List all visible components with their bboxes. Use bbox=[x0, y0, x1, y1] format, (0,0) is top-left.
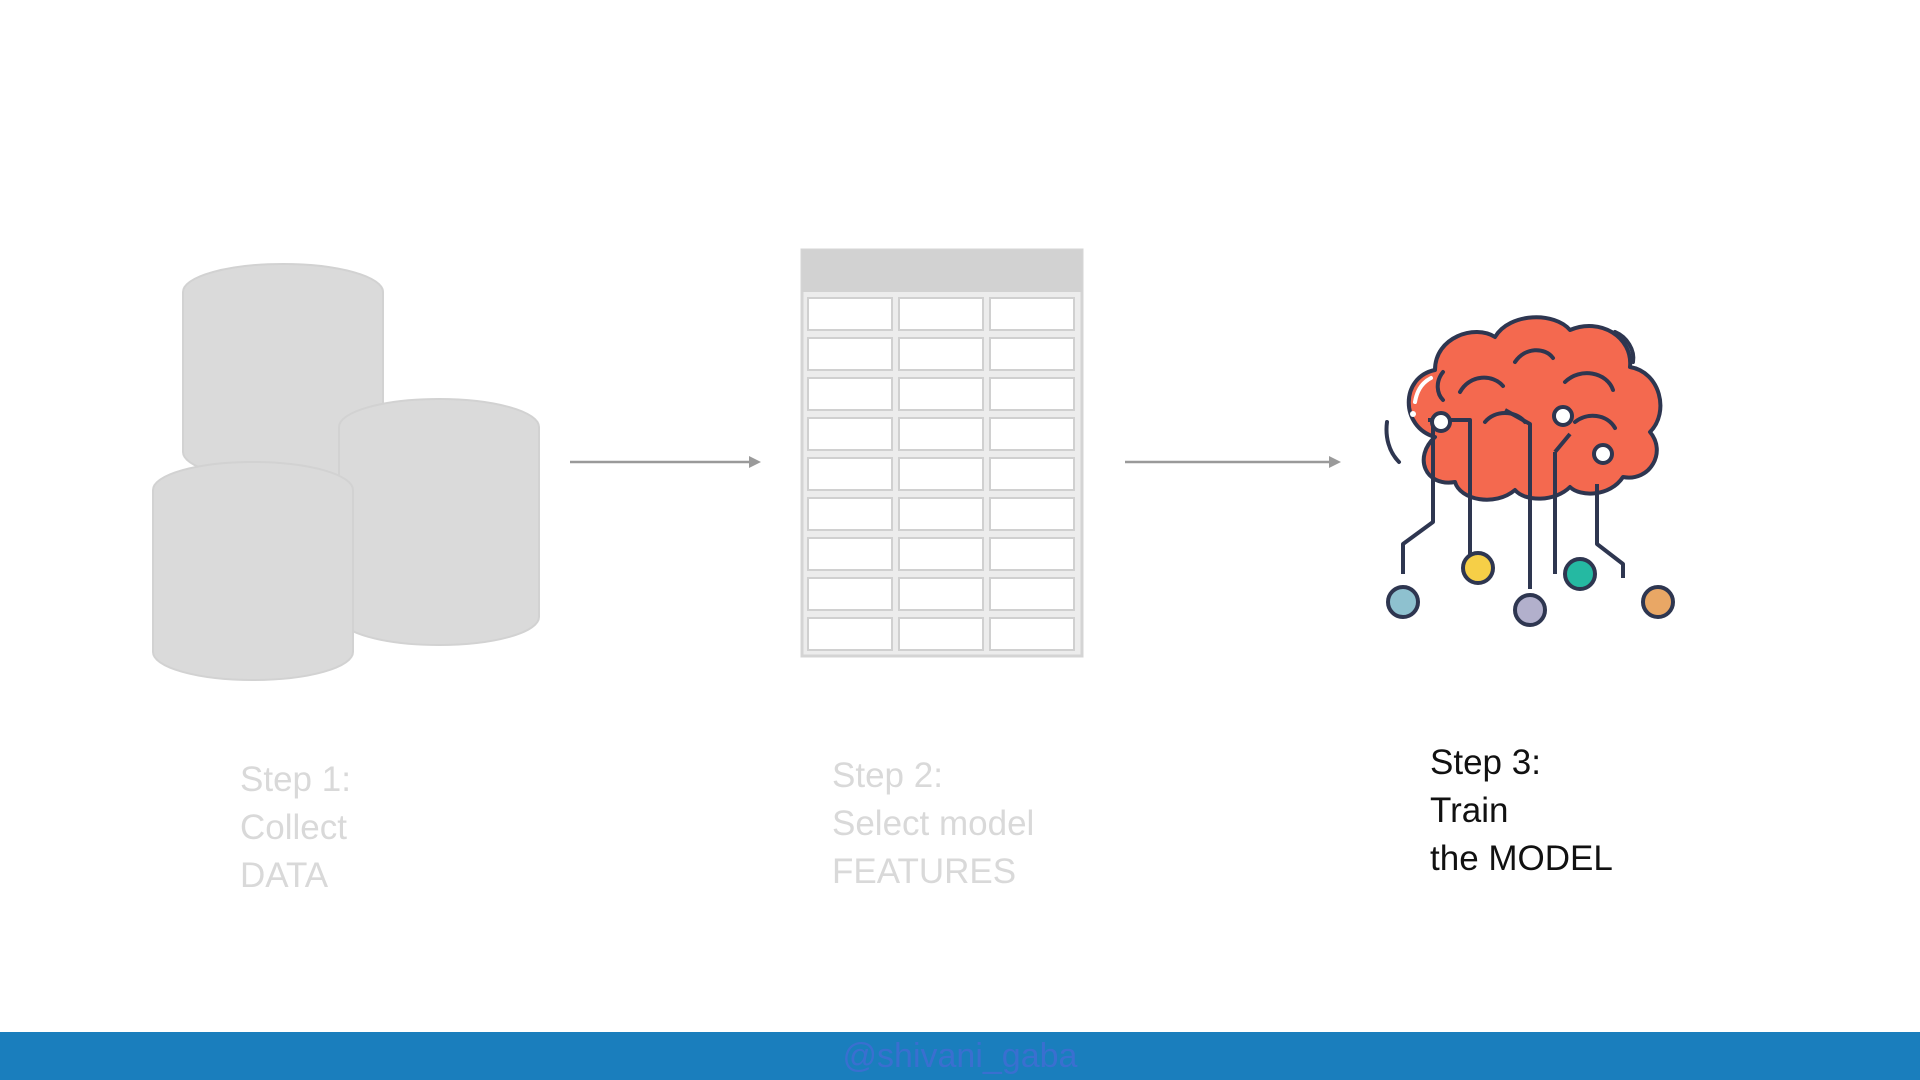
step-1-number: Step 1: bbox=[240, 760, 351, 799]
table-cell bbox=[898, 497, 984, 531]
table-cell bbox=[898, 337, 984, 371]
table-cell bbox=[898, 577, 984, 611]
step-2-label: Step 2: Select model FEATURES bbox=[832, 752, 1034, 896]
table-cell bbox=[898, 297, 984, 331]
step-3-label: Step 3: Train the MODEL bbox=[1430, 739, 1613, 883]
table-cell bbox=[898, 617, 984, 651]
brain-circuit-icon bbox=[1384, 315, 1675, 627]
table-cell bbox=[989, 537, 1075, 571]
table-cell bbox=[989, 377, 1075, 411]
table-cell bbox=[989, 417, 1075, 451]
table-cell bbox=[807, 537, 893, 571]
step-1-label: Step 1: Collect DATA bbox=[240, 756, 351, 900]
table-cell bbox=[989, 297, 1075, 331]
step-2-number: Step 2: bbox=[832, 756, 943, 795]
step-1-action: Collect bbox=[240, 808, 347, 847]
table-cell bbox=[898, 417, 984, 451]
table-cell bbox=[807, 417, 893, 451]
arrow-right-icon bbox=[570, 456, 761, 468]
table-cell bbox=[989, 497, 1075, 531]
author-handle: @shivani_gaba bbox=[842, 1037, 1078, 1075]
table-cell bbox=[989, 337, 1075, 371]
step-1-object: DATA bbox=[240, 856, 329, 895]
table-cell bbox=[807, 337, 893, 371]
table-cell bbox=[898, 457, 984, 491]
table-cell bbox=[807, 617, 893, 651]
table-cell bbox=[989, 457, 1075, 491]
table-cell bbox=[807, 497, 893, 531]
table-cell bbox=[807, 457, 893, 491]
table-cell bbox=[807, 577, 893, 611]
feature-table-icon bbox=[800, 248, 1084, 658]
step-3-object: the MODEL bbox=[1430, 839, 1613, 878]
database-cylinders-icon bbox=[152, 263, 540, 681]
step-2-object: FEATURES bbox=[832, 852, 1017, 891]
table-cell bbox=[989, 577, 1075, 611]
step-3-action: Train bbox=[1430, 791, 1509, 830]
table-cell bbox=[807, 297, 893, 331]
footer-bar: @shivani_gaba bbox=[0, 1032, 1920, 1080]
table-cell bbox=[989, 617, 1075, 651]
table-cell bbox=[898, 377, 984, 411]
arrow-right-icon bbox=[1125, 456, 1341, 468]
table-cell bbox=[807, 377, 893, 411]
table-cell bbox=[898, 537, 984, 571]
step-2-action: Select model bbox=[832, 804, 1035, 843]
step-3-number: Step 3: bbox=[1430, 743, 1541, 782]
